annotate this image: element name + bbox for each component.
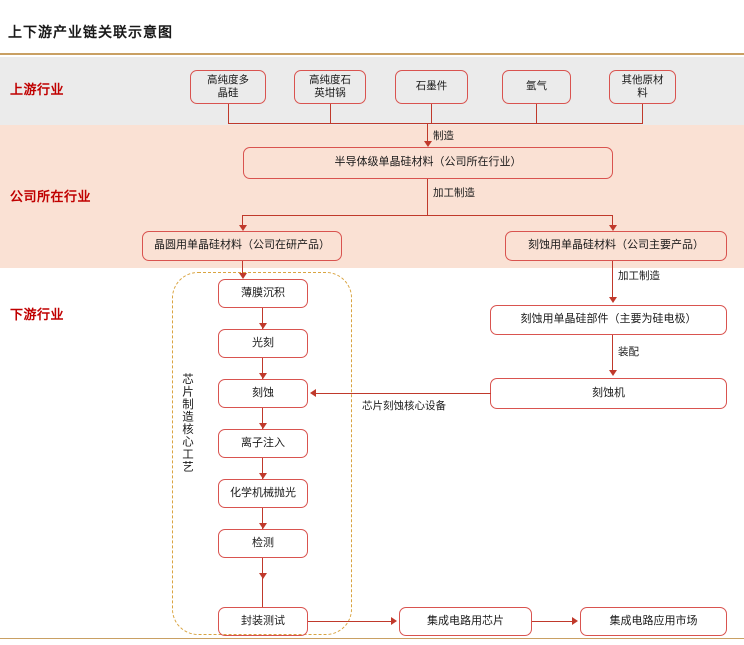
edge-label-manufacture: 制造 (433, 130, 454, 142)
connector-to-wafer-product (242, 215, 243, 227)
upstream-node-quartz-crucible[interactable]: 高纯度石 英坩锅 (294, 70, 366, 104)
connector-other-stem (642, 104, 643, 123)
arrow-step1-step2 (259, 323, 267, 329)
connector-wafer-to-deposition (242, 261, 243, 277)
band-label-company: 公司所在行业 (10, 189, 92, 204)
arrow-step5-step6 (259, 523, 267, 529)
chip-process-group (172, 272, 352, 635)
upstream-node-argon[interactable]: 氩气 (502, 70, 571, 104)
connector-processing1-line (427, 179, 428, 215)
arrow-step6-step7 (259, 573, 267, 579)
arrow-step2-step3 (259, 373, 267, 379)
process-step-ion-implantation[interactable]: 离子注入 (218, 429, 308, 458)
connector-upstream-bus (228, 123, 643, 124)
connector-step5-step6 (262, 508, 263, 529)
arrow-manufacture (424, 141, 432, 147)
equipment-node-silicon-electrode[interactable]: 刻蚀用单晶硅部件（主要为硅电极） (490, 305, 727, 335)
upstream-node-graphite[interactable]: 石墨件 (395, 70, 468, 104)
edge-label-core-equipment: 芯片刻蚀核心设备 (362, 400, 446, 412)
process-step-photolithography[interactable]: 光刻 (218, 329, 308, 358)
chip-process-group-label: 芯片制造核心工艺 (181, 373, 193, 473)
connector-step6-step7 (262, 558, 263, 579)
arrow-etcher-to-etching (310, 389, 316, 397)
band-label-upstream: 上游行业 (10, 82, 65, 97)
arrow-assembly (609, 370, 617, 376)
connector-chip-to-market (532, 621, 572, 622)
process-step-cmp[interactable]: 化学机械抛光 (218, 479, 308, 508)
arrow-etch-product (609, 225, 617, 231)
arrow-step4-step5 (259, 473, 267, 479)
process-step-packaging-testing[interactable]: 封装测试 (218, 607, 308, 636)
edge-label-processing1: 加工制造 (433, 187, 475, 199)
connector-packaging-to-chip (308, 621, 391, 622)
connector-step3-step4 (262, 408, 263, 429)
band-company (0, 125, 744, 268)
connector-polysilicon-stem (228, 104, 229, 123)
top-divider (0, 53, 744, 55)
connector-step2-step3 (262, 358, 263, 379)
connector-manufacture-line (427, 123, 428, 145)
connector-step7-stem (262, 579, 263, 607)
edge-label-processing2: 加工制造 (618, 270, 660, 282)
connector-processing2-line (612, 261, 613, 299)
company-node-semiconductor-silicon[interactable]: 半导体级单晶硅材料（公司所在行业） (243, 147, 613, 179)
arrow-wafer-product (239, 225, 247, 231)
market-node-ic-application-market[interactable]: 集成电路应用市场 (580, 607, 727, 636)
upstream-node-other-materials[interactable]: 其他原材 料 (609, 70, 676, 104)
connector-etcher-to-etching (316, 393, 491, 394)
page-title: 上下游产业链关联示意图 (8, 26, 173, 41)
band-label-downstream: 下游行业 (10, 307, 65, 322)
market-node-ic-chip[interactable]: 集成电路用芯片 (399, 607, 532, 636)
connector-step4-step5 (262, 458, 263, 479)
process-step-etching[interactable]: 刻蚀 (218, 379, 308, 408)
upstream-node-polysilicon[interactable]: 高纯度多 晶硅 (190, 70, 266, 104)
process-step-thin-film-deposition[interactable]: 薄膜沉积 (218, 279, 308, 308)
connector-step1-step2 (262, 308, 263, 329)
edge-label-assembly: 装配 (618, 346, 639, 358)
band-upstream (0, 57, 744, 125)
arrow-deposition (239, 273, 247, 279)
connector-graphite-stem (431, 104, 432, 123)
connector-quartz-stem (330, 104, 331, 123)
connector-assembly-line (612, 335, 613, 372)
arrow-packaging-to-chip (391, 617, 397, 625)
arrow-processing2 (609, 297, 617, 303)
connector-argon-stem (536, 104, 537, 123)
arrow-chip-to-market (572, 617, 578, 625)
connector-processing1-bus (242, 215, 613, 216)
connector-to-etch-product (612, 215, 613, 227)
bottom-divider (0, 637, 744, 639)
company-node-wafer-silicon[interactable]: 晶圆用单晶硅材料（公司在研产品） (142, 231, 342, 261)
arrow-step3-step4 (259, 423, 267, 429)
process-step-inspection[interactable]: 检测 (218, 529, 308, 558)
company-node-etch-silicon[interactable]: 刻蚀用单晶硅材料（公司主要产品） (505, 231, 727, 261)
equipment-node-etcher[interactable]: 刻蚀机 (490, 378, 727, 409)
band-downstream (0, 268, 744, 638)
